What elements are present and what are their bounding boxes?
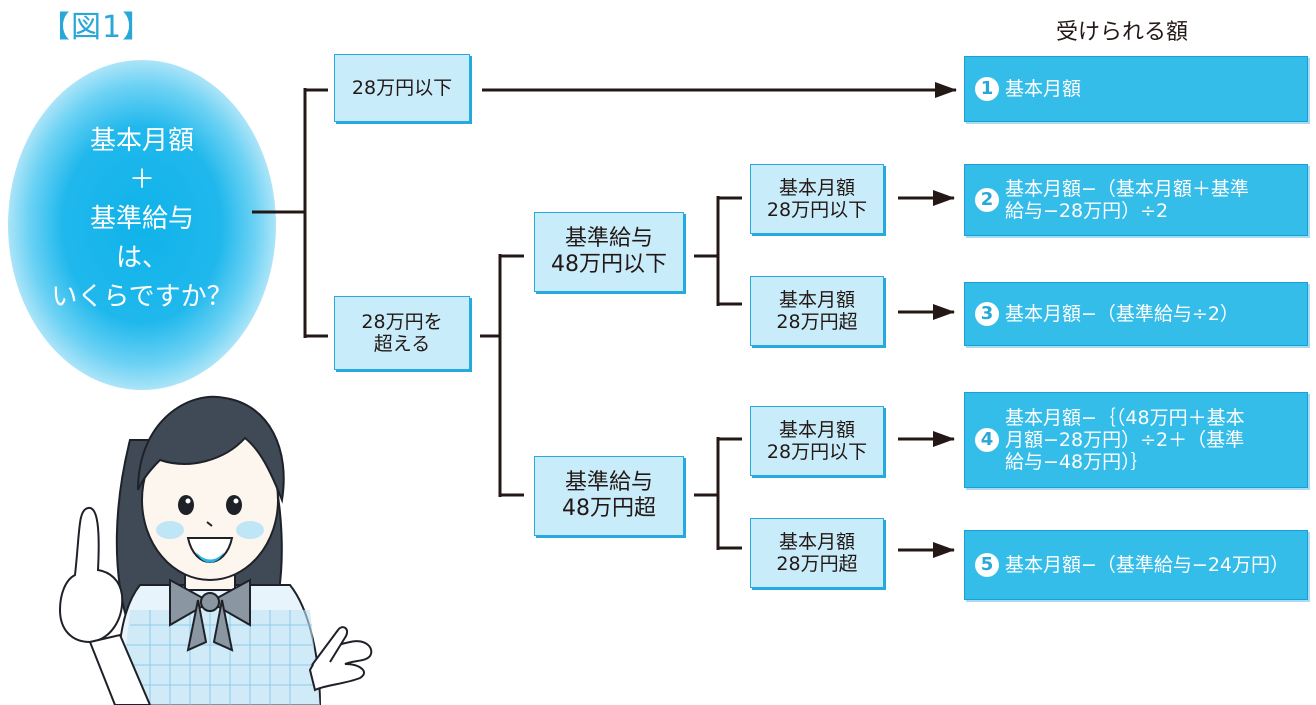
question-line: は、: [115, 243, 168, 273]
node-kihon-le-28man: 基本月額 28万円以下: [750, 406, 884, 476]
result-5: 5 基本月額−（基準給与−24万円）: [964, 530, 1308, 600]
node-label: 基準給与: [564, 226, 653, 251]
node-kihon-over-28man: 基本月額 28万円超: [750, 276, 884, 346]
result-2: 2 基本月額−（基本月額＋基準 給与−28万円）÷2: [964, 164, 1308, 236]
node-label: 基本月額: [778, 289, 855, 311]
result-text: 月額−28万円）÷2＋（基準: [1005, 429, 1245, 451]
node-kihon-over-28man: 基本月額 28万円超: [750, 518, 884, 588]
node-le-28man: 28万円以下: [334, 54, 470, 122]
node-label: 超える: [373, 333, 431, 355]
question-line: 基本月額: [89, 126, 194, 156]
question-line: 基準給与: [89, 204, 194, 234]
result-text: 基本月額: [1005, 78, 1082, 100]
number-badge: 2: [975, 188, 999, 212]
question-text: 基本月額 ＋ 基準給与 は、 いくらですか？: [8, 122, 276, 317]
node-label: 28万円以下: [766, 199, 868, 221]
number-badge: 3: [975, 302, 999, 326]
result-text: 基本月額−（基準給与÷2）: [1005, 303, 1239, 325]
number-badge: 5: [975, 553, 999, 577]
result-4: 4 基本月額−｛（48万円＋基本 月額−28万円）÷2＋（基準 給与−48万円）…: [964, 392, 1308, 488]
node-label: 基本月額: [778, 177, 855, 199]
result-text: 給与−48万円）｝: [1005, 451, 1150, 473]
result-text: 給与−28万円）÷2: [1005, 200, 1169, 222]
question-line: いくらですか？: [51, 282, 233, 312]
node-label: 28万円以下: [766, 441, 868, 463]
node-label: 48万円超: [562, 496, 656, 521]
node-label: 48万円以下: [551, 252, 667, 277]
node-kihon-le-28man: 基本月額 28万円以下: [750, 164, 884, 234]
result-text: 基本月額−｛（48万円＋基本: [1005, 407, 1245, 429]
node-label: 28万円以下: [351, 77, 453, 99]
node-kijun-le-48man: 基準給与 48万円以下: [534, 212, 684, 292]
question-line: ＋: [128, 165, 155, 195]
result-3: 3 基本月額−（基準給与÷2）: [964, 282, 1308, 346]
node-label: 28万円超: [776, 553, 858, 575]
question-bubble: 基本月額 ＋ 基準給与 は、 いくらですか？: [8, 60, 276, 390]
node-label: 基準給与: [564, 470, 653, 495]
node-label: 基本月額: [778, 531, 855, 553]
column-header: 受けられる額: [1056, 20, 1189, 45]
number-badge: 1: [975, 77, 999, 101]
figure-label: 【図1】: [40, 10, 154, 45]
result-1: 1 基本月額: [964, 56, 1308, 122]
node-label: 28万円を: [361, 311, 443, 333]
node-label: 基本月額: [778, 419, 855, 441]
node-kijun-over-48man: 基準給与 48万円超: [534, 456, 684, 536]
result-text: 基本月額−（基準給与−24万円）: [1005, 554, 1290, 576]
node-label: 28万円超: [776, 311, 858, 333]
result-text: 基本月額−（基本月額＋基準: [1005, 178, 1249, 200]
node-over-28man: 28万円を 超える: [334, 296, 470, 370]
number-badge: 4: [975, 428, 999, 452]
woman-pointing-illustration: [58, 395, 373, 705]
